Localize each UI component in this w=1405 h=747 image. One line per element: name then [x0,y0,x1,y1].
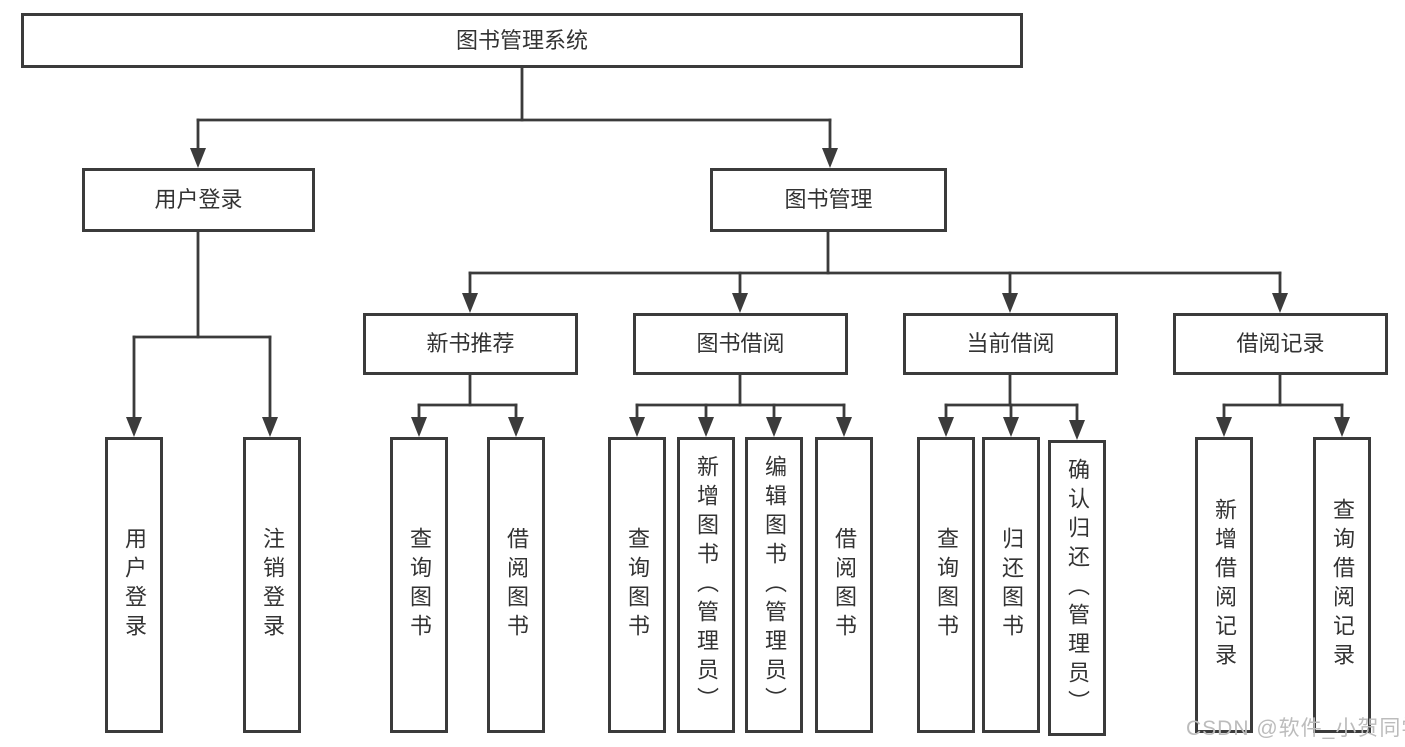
leaf-query-books-1: 查询图书 [390,437,448,733]
node-label: 查询图书 [625,527,650,643]
node-library-system: 图书管理系统 [21,13,1023,68]
leaf-query-books-3: 查询图书 [917,437,975,733]
node-label: 查询图书 [407,527,432,643]
node-label: 借阅图书 [832,527,857,643]
leaf-borrow-books-1: 借阅图书 [487,437,545,733]
node-label: 图书借阅 [696,331,785,356]
node-label: 新增借阅记录 [1212,498,1237,672]
node-current-borrowing: 当前借阅 [903,313,1118,375]
node-label: 图书管理 [784,187,873,212]
node-book-management: 图书管理 [710,168,947,232]
leaf-query-borrow-record: 查询借阅记录 [1313,437,1371,733]
node-label: 归还图书 [999,527,1024,643]
node-label: 用户登录 [122,527,147,643]
node-new-book-recommend: 新书推荐 [363,313,578,375]
node-label: 新书推荐 [426,331,515,356]
node-label: 编辑图书（管理员） [762,454,787,716]
leaf-edit-books-admin: 编辑图书（管理员） [745,437,803,733]
node-book-borrowing: 图书借阅 [633,313,848,375]
node-label: 借阅图书 [504,527,529,643]
leaf-add-borrow-record: 新增借阅记录 [1195,437,1253,733]
node-label: 新增图书（管理员） [694,454,719,716]
node-label: 用户登录 [154,187,243,212]
node-label: 注销登录 [260,527,285,643]
node-borrowing-records: 借阅记录 [1173,313,1388,375]
node-label: 借阅记录 [1236,331,1325,356]
node-label: 确认归还（管理员） [1065,457,1090,719]
node-user-login: 用户登录 [82,168,315,232]
leaf-query-books-2: 查询图书 [608,437,666,733]
node-label: 查询图书 [934,527,959,643]
leaf-return-books: 归还图书 [982,437,1040,733]
node-label: 当前借阅 [966,331,1055,356]
node-label: 查询借阅记录 [1330,498,1355,672]
leaf-logout: 注销登录 [243,437,301,733]
leaf-borrow-books-2: 借阅图书 [815,437,873,733]
leaf-user-login: 用户登录 [105,437,163,733]
leaf-add-books-admin: 新增图书（管理员） [677,437,735,733]
node-label: 图书管理系统 [455,27,588,53]
watermark: CSDN @软件_小贺同学 [1186,717,1405,740]
leaf-confirm-return-admin: 确认归还（管理员） [1048,440,1106,736]
